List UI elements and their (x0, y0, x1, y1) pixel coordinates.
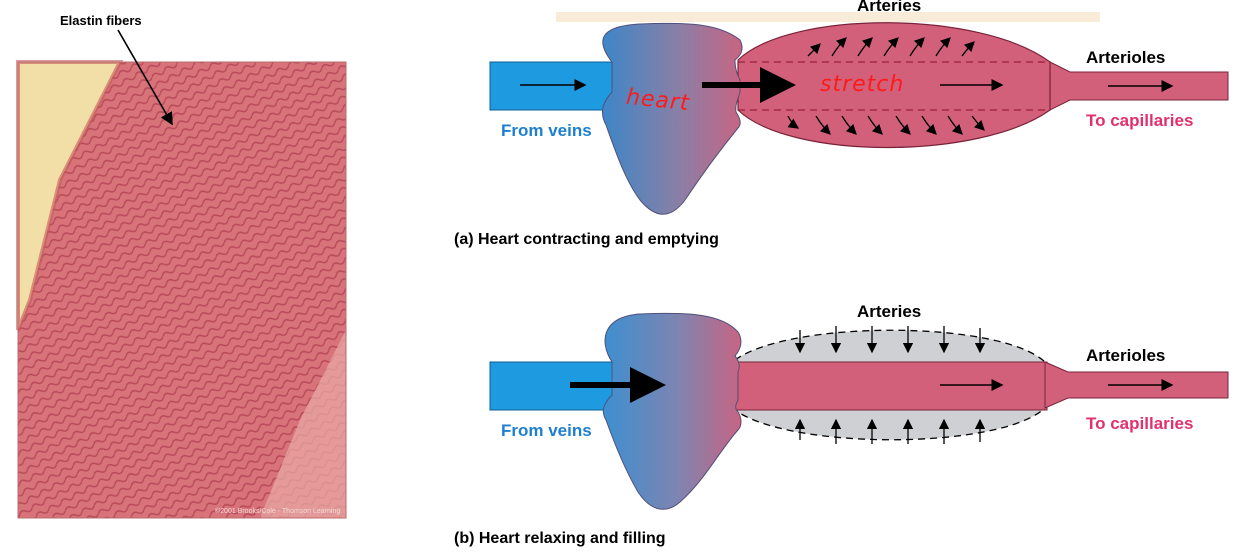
to-capillaries-label-a: To capillaries (1086, 111, 1194, 130)
heart-relaxed (602, 312, 742, 510)
artery-lumen-b (734, 361, 1048, 411)
arteries-label-b: Arteries (857, 302, 922, 321)
wall-recoil-arrows-up (794, 418, 986, 444)
arteries-label-a: Arteries (857, 0, 922, 15)
elastin-pointer-arrow (117, 29, 173, 126)
caption-b: (b) Heart relaxing and filling (454, 530, 666, 547)
arteries-header-band (556, 12, 1100, 22)
wall-stretch-arrows-down (787, 115, 985, 135)
caption-a: (a) Heart contracting and emptying (454, 231, 719, 248)
handwritten-stretch-annotation: stretch (820, 72, 905, 97)
micrograph-image (16, 60, 347, 519)
image-credit: ©2001 Brooks/Cole - Thomson Learning (215, 508, 341, 515)
wall-recoil-arrows-down (794, 326, 986, 354)
heart-contracting (602, 22, 743, 215)
elastin-fibers-label: Elastin fibers (60, 13, 142, 28)
from-veins-label-b: From veins (501, 421, 592, 440)
from-veins-label-a: From veins (501, 121, 592, 140)
vein-tube-a (489, 61, 619, 111)
arterioles-label-a: Arterioles (1086, 48, 1166, 67)
arterioles-label-b: Arterioles (1086, 346, 1166, 365)
wall-stretch-arrows-up (807, 37, 975, 57)
to-capillaries-label-b: To capillaries (1086, 414, 1194, 433)
